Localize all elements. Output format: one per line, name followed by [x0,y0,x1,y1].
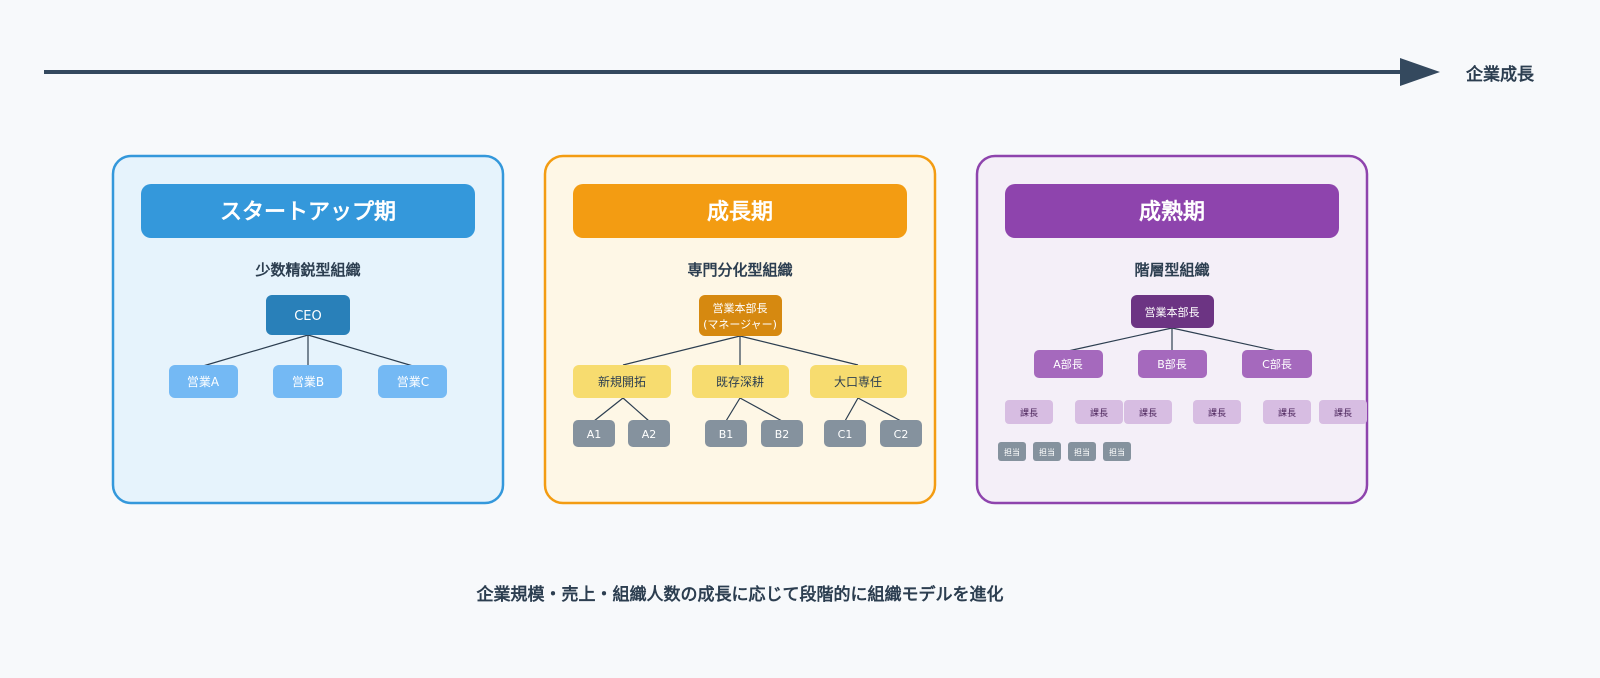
org-node-mature-head [1131,295,1214,328]
org-node-member-c2 [880,420,922,447]
org-node-mature-head-label: 営業本部長 [1145,305,1200,319]
org-node-sales-c-label: 営業C [397,375,429,389]
org-node-staff-4 [1103,442,1131,461]
org-node-member-b2 [761,420,803,447]
org-node-dept-a [1034,350,1103,378]
org-node-section-1-label: 課長 [1020,407,1038,419]
org-node-sales-a [169,365,238,398]
org-node-member-a2-label: A2 [642,428,657,441]
org-node-team-existing [692,365,789,398]
org-node-dept-c-label: C部長 [1262,357,1292,371]
org-node-dept-b-label: B部長 [1157,357,1187,371]
org-node-section-3 [1124,400,1172,424]
org-node-member-b2-label: B2 [775,428,790,441]
org-node-section-5 [1263,400,1311,424]
org-node-staff-2 [1033,442,1061,461]
org-node-section-4 [1193,400,1241,424]
org-node-staff-1 [998,442,1026,461]
stage-startup-title: スタートアップ期 [220,200,396,225]
org-node-section-4-label: 課長 [1208,407,1226,419]
arrow-head-icon [1400,58,1440,86]
org-node-dept-b [1138,350,1207,378]
org-node-member-b1 [705,420,747,447]
org-node-section-2 [1075,400,1123,424]
org-node-member-c1 [824,420,866,447]
stage-startup-header [141,184,475,238]
growth-axis: 企業成長 [44,58,1535,86]
growth-connectors [593,335,902,422]
org-node-staff-3 [1068,442,1096,461]
stage-growth-subtitle: 専門分化型組織 [687,261,792,279]
org-node-ceo [266,295,350,335]
org-node-member-a2 [628,420,670,447]
org-node-team-new [573,365,671,398]
org-node-team-major [810,365,907,398]
startup-connectors [202,334,414,367]
org-node-member-b1-label: B1 [719,428,734,441]
org-node-sales-b-label: 営業B [292,375,324,389]
org-node-sales-head-label: 営業本部長 [713,301,768,315]
org-node-sales-b [273,365,342,398]
org-node-section-6-label: 課長 [1334,407,1352,419]
stage-mature-header [1005,184,1339,238]
org-node-dept-c [1242,350,1312,378]
org-node-member-a1 [573,420,615,447]
stage-startup-subtitle: 少数精鋭型組織 [254,261,360,279]
org-node-member-c2-label: C2 [894,428,909,441]
mature-connectors [1067,327,1278,352]
stage-growth: 成長期 専門分化型組織 営業本部長 (マネージャー) 新規開拓 既存深耕 大口専… [543,154,937,505]
org-node-staff-2-label: 担当 [1039,447,1055,457]
org-node-dept-a-label: A部長 [1053,357,1083,371]
org-node-team-major-label: 大口専任 [834,375,882,389]
org-node-section-5-label: 課長 [1278,407,1296,419]
stage-mature-subtitle: 階層型組織 [1134,261,1209,279]
org-node-section-1 [1005,400,1053,424]
org-node-section-6 [1319,400,1367,424]
org-node-sales-a-label: 営業A [187,375,220,389]
org-node-sales-head-sublabel: (マネージャー) [703,318,777,331]
org-node-team-new-label: 新規開拓 [598,374,646,389]
org-node-team-existing-label: 既存深耕 [716,374,764,389]
org-node-ceo-label: CEO [294,309,322,324]
stage-mature: 成熟期 階層型組織 営業本部長 A部長 B部長 C部長 課長 課長 課長 課長 … [975,154,1369,505]
org-node-member-a1-label: A1 [587,428,602,441]
org-node-staff-3-label: 担当 [1074,447,1090,457]
org-node-staff-1-label: 担当 [1004,447,1020,457]
stage-startup: スタートアップ期 少数精鋭型組織 CEO 営業A 営業B 営業C [111,154,505,505]
org-node-member-c1-label: C1 [838,428,853,441]
stage-mature-title: 成熟期 [1139,199,1205,225]
org-node-sales-head [699,295,782,336]
footer-caption: 企業規模・売上・組織人数の成長に応じて段階的に組織モデルを進化 [476,584,1004,605]
stage-growth-title: 成長期 [707,200,773,225]
org-node-sales-c [378,365,447,398]
org-node-section-3-label: 課長 [1139,407,1157,419]
growth-axis-label: 企業成長 [1465,64,1535,85]
stage-growth-header [573,184,907,238]
org-node-staff-4-label: 担当 [1109,447,1125,457]
org-node-section-2-label: 課長 [1090,407,1108,419]
